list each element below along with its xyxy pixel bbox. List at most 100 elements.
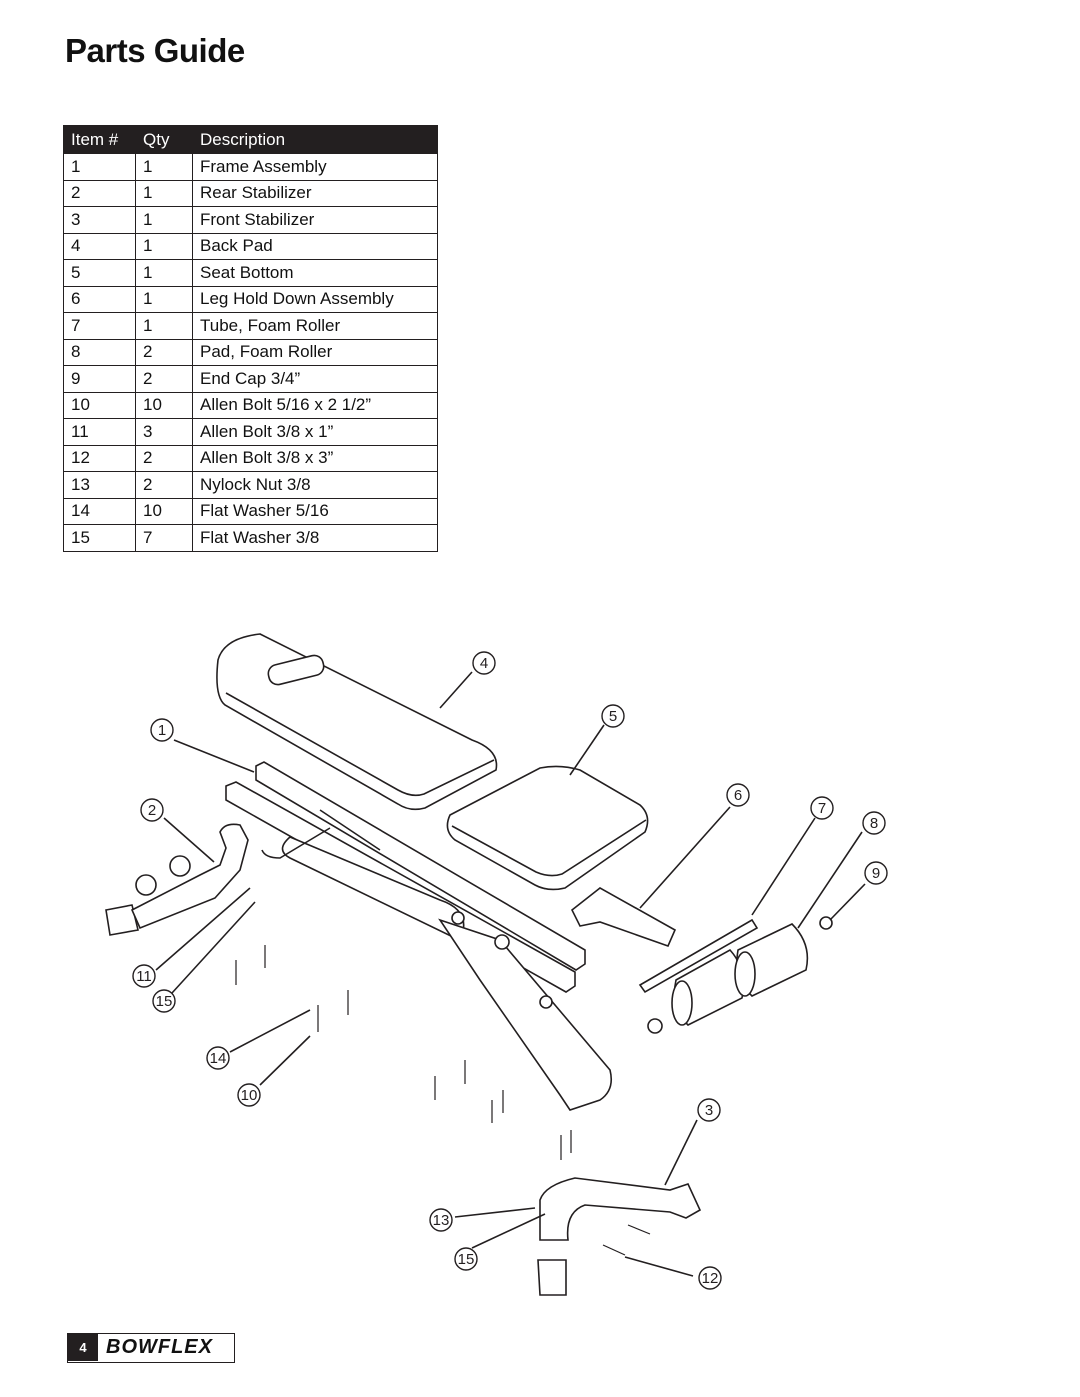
- callout-15: 15: [152, 989, 176, 1013]
- column-header-description: Description: [192, 125, 438, 154]
- description-cell: Pad, Foam Roller: [192, 338, 438, 366]
- callout-number: 9: [872, 865, 880, 882]
- page-footer: 4 BOWFLEX: [67, 1333, 235, 1363]
- item-number-cell: 4: [63, 232, 136, 260]
- description-cell: Leg Hold Down Assembly: [192, 285, 438, 313]
- callout-15-b: 15: [454, 1247, 478, 1271]
- callout-number: 8: [870, 815, 878, 832]
- rear-stabilizer-part: [105, 823, 249, 936]
- callout-number: 7: [818, 800, 826, 817]
- description-cell: Tube, Foam Roller: [192, 312, 438, 340]
- back-pad-part: [216, 633, 498, 811]
- callout-12: 12: [698, 1266, 722, 1290]
- page-title: Parts Guide: [65, 32, 245, 69]
- qty-cell: 2: [135, 471, 193, 499]
- callout-10: 10: [237, 1083, 261, 1107]
- callout-number: 15: [458, 1251, 475, 1268]
- qty-cell: 2: [135, 444, 193, 472]
- item-number-cell: 11: [63, 418, 136, 446]
- item-number-cell: 13: [63, 471, 136, 499]
- callout-6: 6: [726, 783, 750, 807]
- item-number-cell: 1: [63, 153, 136, 181]
- page-number: 4: [68, 1334, 98, 1361]
- callout-7: 7: [810, 796, 834, 820]
- item-number-cell: 15: [63, 524, 136, 552]
- description-cell: Allen Bolt 3/8 x 3”: [192, 444, 438, 472]
- callout-number: 14: [210, 1050, 227, 1067]
- description-cell: Back Pad: [192, 232, 438, 260]
- foam-roller-pads-part: [671, 923, 809, 1026]
- callout-9: 9: [864, 861, 888, 885]
- callout-number: 10: [241, 1087, 258, 1104]
- end-cap-part: [647, 1018, 663, 1034]
- column-header-qty: Qty: [135, 125, 193, 154]
- brand-logo: BOWFLEX: [106, 1336, 213, 1358]
- callout-number: 12: [702, 1270, 719, 1287]
- callout-number: 3: [705, 1102, 713, 1119]
- callout-4: 4: [472, 651, 496, 675]
- qty-cell: 2: [135, 338, 193, 366]
- qty-cell: 1: [135, 285, 193, 313]
- frame-assembly-part: [225, 761, 613, 1111]
- callout-1: 1: [150, 718, 174, 742]
- item-number-cell: 14: [63, 497, 136, 525]
- seat-bottom-part: [446, 765, 649, 891]
- item-number-cell: 3: [63, 206, 136, 234]
- end-cap-part-2: [819, 916, 833, 930]
- description-cell: Seat Bottom: [192, 259, 438, 287]
- hardware-bolts: [235, 945, 651, 1256]
- table-header-row: Item # Qty Description: [63, 125, 438, 154]
- callout-5: 5: [601, 704, 625, 728]
- callout-14: 14: [206, 1046, 230, 1070]
- column-header-item: Item #: [63, 125, 136, 154]
- callout-2: 2: [140, 798, 164, 822]
- qty-cell: 2: [135, 365, 193, 393]
- qty-cell: 1: [135, 259, 193, 287]
- qty-cell: 1: [135, 153, 193, 181]
- item-number-cell: 7: [63, 312, 136, 340]
- foam-roller-tube-part: [638, 918, 759, 994]
- qty-cell: 10: [135, 391, 193, 419]
- qty-cell: 1: [135, 232, 193, 260]
- callout-8: 8: [862, 811, 886, 835]
- qty-cell: 10: [135, 497, 193, 525]
- item-number-cell: 6: [63, 285, 136, 313]
- item-number-cell: 5: [63, 259, 136, 287]
- callout-leader-lines: [155, 671, 866, 1277]
- description-cell: Front Stabilizer: [192, 206, 438, 234]
- callout-number: 4: [480, 655, 488, 672]
- description-cell: Flat Washer 5/16: [192, 497, 438, 525]
- item-number-cell: 12: [63, 444, 136, 472]
- callout-number: 13: [433, 1212, 450, 1229]
- qty-cell: 1: [135, 312, 193, 340]
- description-cell: End Cap 3/4”: [192, 365, 438, 393]
- description-cell: Allen Bolt 3/8 x 1”: [192, 418, 438, 446]
- callout-number: 5: [609, 708, 617, 725]
- callout-13: 13: [429, 1208, 453, 1232]
- description-cell: Allen Bolt 5/16 x 2 1/2”: [192, 391, 438, 419]
- description-cell: Rear Stabilizer: [192, 179, 438, 207]
- front-stabilizer-part: [537, 1177, 702, 1296]
- description-cell: Frame Assembly: [192, 153, 438, 181]
- callout-11: 11: [132, 964, 156, 988]
- leg-hold-down-part: [570, 887, 677, 948]
- callout-number: 2: [148, 802, 156, 819]
- item-number-cell: 9: [63, 365, 136, 393]
- callout-number: 11: [136, 968, 152, 985]
